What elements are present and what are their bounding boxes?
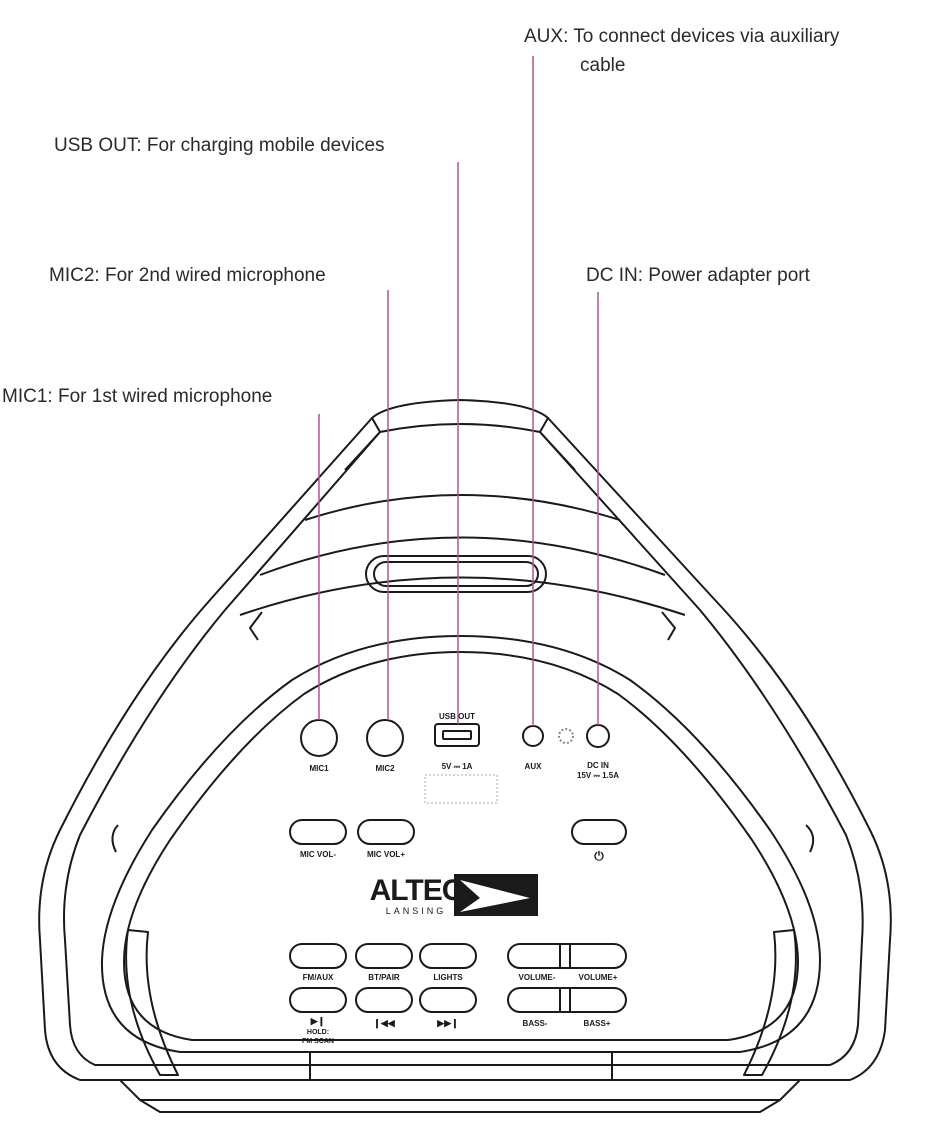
lights-button[interactable]: [419, 943, 477, 969]
leader-lines: [318, 56, 599, 726]
mic1-callout-key: MIC1:: [2, 386, 53, 407]
mic2-callout-key: MIC2:: [49, 265, 100, 286]
speaker-body-outline: [38, 399, 892, 1113]
altec-lansing-logo: ALTEC LANSING: [370, 874, 538, 916]
bt-pair-button[interactable]: [355, 943, 413, 969]
label-mic-vol-minus: MIC VOL-: [300, 850, 336, 859]
label-lights: LIGHTS: [433, 973, 463, 982]
usb-out-callout-key: USB OUT:: [54, 135, 142, 156]
mic2-callout: MIC2: For 2nd wired microphone: [49, 264, 326, 288]
dc-in-callout-desc: Power adapter port: [648, 265, 810, 286]
label-dc-in-rating: 15V ⎓ 1.5A: [577, 771, 619, 780]
label-hold: HOLD:: [307, 1029, 329, 1036]
previous-icon: ❙◀◀: [373, 1018, 395, 1029]
brand-name: ALTEC: [370, 874, 463, 907]
label-fm-scan: FM SCAN: [302, 1038, 334, 1045]
label-fm-aux: FM/AUX: [303, 973, 334, 982]
label-aux: AUX: [525, 762, 543, 771]
power-button[interactable]: [571, 819, 627, 845]
label-dc-in: DC IN: [587, 761, 609, 770]
usb-out-callout: USB OUT: For charging mobile devices: [54, 134, 385, 158]
dc-in-callout: DC IN: Power adapter port: [586, 264, 810, 288]
label-bt-pair: BT/PAIR: [368, 973, 400, 982]
label-mic1: MIC1: [309, 764, 329, 773]
play-pause-icon: ▶❙: [310, 1016, 325, 1027]
mic1-callout-desc: For 1st wired microphone: [57, 386, 273, 407]
previous-button[interactable]: [355, 987, 413, 1013]
dc-in-callout-key: DC IN:: [586, 265, 643, 286]
brand-subname: LANSING: [386, 906, 447, 916]
power-icon: ⏻: [594, 849, 604, 863]
mic1-jack[interactable]: [300, 719, 338, 757]
aux-callout-desc-line2: cable: [580, 55, 626, 76]
volume-rocker[interactable]: [507, 943, 627, 969]
label-usb-rating: 5V ⎓ 1A: [442, 762, 473, 771]
aux-callout-desc: To connect devices via auxiliary: [573, 26, 840, 47]
panel-labels: MIC1 MIC2 USB OUT 5V ⎓ 1A AUX DC IN 15V …: [300, 712, 619, 1045]
next-button[interactable]: [419, 987, 477, 1013]
play-pause-button[interactable]: [289, 987, 347, 1013]
aux-callout: AUX: To connect devices via auxiliary: [524, 25, 839, 49]
mic-vol-minus-button[interactable]: [289, 819, 347, 845]
mic2-callout-desc: For 2nd wired microphone: [104, 265, 326, 286]
aux-callout-line2: cable: [580, 54, 625, 78]
mic-vol-plus-button[interactable]: [357, 819, 415, 845]
button-outlines: [289, 819, 627, 1013]
label-mic2: MIC2: [375, 764, 395, 773]
label-usb-out: USB OUT: [439, 712, 475, 721]
next-icon: ▶▶❙: [436, 1018, 458, 1029]
label-bass-minus: BASS-: [523, 1019, 548, 1028]
usb-out-port[interactable]: [434, 723, 480, 747]
fm-aux-button[interactable]: [289, 943, 347, 969]
usb-out-callout-desc: For charging mobile devices: [146, 135, 385, 156]
aux-jack[interactable]: [522, 725, 544, 747]
logo-x-icon: [460, 880, 530, 912]
aux-callout-key: AUX:: [524, 26, 569, 47]
mic2-jack[interactable]: [366, 719, 404, 757]
bass-rocker[interactable]: [507, 987, 627, 1013]
ports-row: [300, 719, 610, 804]
label-mic-vol-plus: MIC VOL+: [367, 850, 405, 859]
label-bass-plus: BASS+: [584, 1019, 611, 1028]
label-volume-minus: VOLUME-: [519, 973, 556, 982]
dc-in-jack[interactable]: [586, 724, 610, 748]
mic1-callout: MIC1: For 1st wired microphone: [2, 385, 272, 409]
label-volume-plus: VOLUME+: [579, 973, 618, 982]
